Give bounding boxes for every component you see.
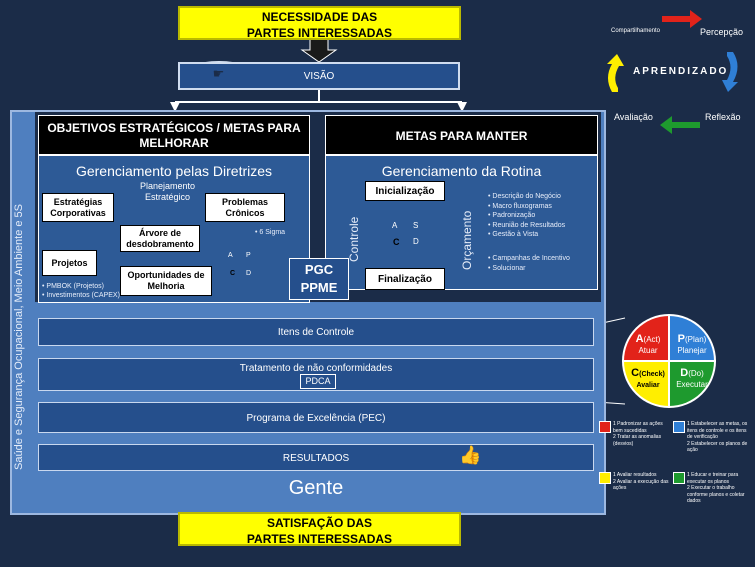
list1-item: • Reunião de Resultados: [488, 221, 566, 229]
percepcao-label: Percepção: [700, 27, 744, 37]
resultados-label: RESULTADOS: [282, 453, 350, 464]
thumbs-up-icon: 👍: [459, 445, 482, 465]
right-a-label: A: [392, 221, 398, 230]
do-word: Executar: [676, 380, 708, 389]
investimentos-label: • Investimentos (CAPEX): [42, 292, 120, 299]
finalizacao-box: Finalização: [365, 268, 445, 290]
bottom-box: SATISFAÇÃO DAS PARTES INTERESSADAS: [178, 512, 461, 546]
right-d-label: D: [413, 237, 419, 246]
avaliacao-label: Avaliação: [614, 112, 653, 122]
pdca-box: PDCA: [300, 374, 336, 389]
pec-label: Programa de Excelência (PEC): [246, 413, 386, 424]
pdca-do: D(Do) Executar: [670, 368, 714, 390]
act-word: Atuar: [638, 346, 658, 355]
right-list-2: • Campanhas de Incentivo • Solucionar: [488, 254, 570, 273]
pgc-line1: PGC: [304, 262, 334, 277]
do-title: D(Do): [680, 367, 704, 379]
oportunidades-box: Oportunidades de Melhoria: [120, 266, 212, 296]
legend-green-2: 2 Executar o trabalho conforme planos e …: [687, 485, 745, 504]
itens-label: Itens de Controle: [277, 327, 355, 338]
compartilhamento-label: Compartilhamento: [611, 28, 661, 34]
legend-green-1: 1 Educar e treinar para executar os plan…: [687, 472, 739, 485]
controle-label: Controle: [347, 216, 361, 262]
plan-title: P(Plan): [677, 333, 707, 345]
resultados-bar: RESULTADOS: [38, 444, 594, 471]
legend-red-swatch: [599, 421, 611, 433]
planejamento-label: Planejamento Estratégico: [139, 181, 196, 202]
reflexao-label: Reflexão: [705, 112, 741, 122]
left-panel-subtitle: Gerenciamento pelas Diretrizes: [75, 163, 273, 179]
bottom-box-line2: PARTES INTERESSADAS: [246, 532, 393, 546]
small-d-label: D: [246, 270, 252, 277]
pdca-act: A(Act) Atuar: [628, 334, 668, 356]
pec-bar: Programa de Excelência (PEC): [38, 402, 594, 433]
small-a-label: A: [228, 252, 233, 259]
gente-label: Gente: [288, 477, 344, 499]
right-panel: [325, 155, 598, 290]
legend-blue-swatch: [673, 421, 685, 433]
top-box-line1: NECESSIDADE DAS: [261, 10, 378, 24]
list2-item: • Solucionar: [488, 264, 526, 272]
visao-bar: VISÃO: [178, 62, 460, 90]
check-title: C(Check): [631, 367, 665, 379]
legend-green-swatch: [673, 472, 685, 484]
pgc-line2: PPME: [300, 280, 338, 295]
top-box-line2: PARTES INTERESSADAS: [246, 26, 393, 40]
legend-blue-1: 1 Estabelecer as metas, os itens de cont…: [687, 421, 748, 440]
right-panel-subtitle: Gerenciamento da Rotina: [381, 163, 542, 179]
list1-item: • Descrição do Negócio: [488, 193, 561, 200]
tratamento-label: Tratamento de não conformidades: [239, 363, 393, 374]
legend-yellow: 1 Avaliar resultados 2 Avaliar a execuçã…: [613, 472, 673, 492]
aprendizado-label: APRENDIZADO: [633, 66, 729, 77]
projetos-box: Projetos: [42, 250, 97, 276]
plan-word: Planejar: [677, 346, 707, 355]
legend-red-1: 1 Padronizar as ações bem sucedidas: [613, 421, 663, 434]
visao-label: VISÃO: [303, 71, 335, 82]
pdca-check: C(Check) Avaliar: [626, 368, 670, 391]
act-title: A(Act): [635, 333, 661, 345]
itens-controle-bar: Itens de Controle: [38, 318, 594, 346]
estrategias-box: Estratégias Corporativas: [42, 193, 114, 222]
small-p-label: P: [246, 252, 251, 259]
right-panel-title: METAS PARA MANTER: [325, 115, 598, 155]
pdca-plan: P(Plan) Planejar: [670, 334, 714, 356]
legend-yellow-swatch: [599, 472, 611, 484]
legend-red-2: 2 Tratar as anomalias (desvios): [613, 434, 662, 447]
right-s-label: S: [413, 221, 419, 230]
seis-sigma-label: • 6 Sigma: [255, 229, 286, 236]
pointing-hand-icon: ☛: [212, 66, 225, 81]
orcamento-label: Orçamento: [460, 210, 474, 270]
top-box: NECESSIDADE DAS PARTES INTERESSADAS: [178, 6, 461, 40]
small-c-label: C: [230, 270, 236, 277]
list1-item: • Macro fluxogramas: [488, 202, 552, 210]
list1-item: • Gestão à Vista: [488, 231, 539, 238]
legend-blue: 1 Estabelecer as metas, os itens de cont…: [687, 421, 753, 454]
legend-green: 1 Educar e treinar para executar os plan…: [687, 472, 753, 505]
legend-yellow-1: 1 Avaliar resultados: [613, 472, 657, 478]
pgc-box: PGC PPME: [289, 258, 349, 300]
legend-red: 1 Padronizar as ações bem sucedidas 2 Tr…: [613, 421, 673, 447]
right-list-1: • Descrição do Negócio • Macro fluxogram…: [488, 192, 565, 240]
legend-blue-2: 2 Estabelecer os planos de ação: [687, 440, 748, 454]
inicializacao-box: Inicialização: [365, 181, 445, 201]
big-pdca-circle: [622, 314, 716, 408]
check-word: Avaliar: [636, 382, 660, 389]
pmbok-label: • PMBOK (Projetos): [42, 283, 104, 290]
problemas-box: Problemas Crônicos: [205, 193, 285, 222]
arvore-box: Árvore de desdobramento: [120, 225, 200, 252]
list1-item: • Padronização: [488, 212, 536, 219]
legend-yellow-2: 2 Avaliar a execução das ações: [613, 478, 669, 492]
right-c-label: C: [393, 237, 400, 247]
side-label: Saúde e Segurança Ocupacional, Meio Ambi…: [13, 203, 25, 470]
left-panel-title: OBJETIVOS ESTRATÉGICOS / METAS PARA MELH…: [38, 115, 310, 155]
bottom-box-line1: SATISFAÇÃO DAS: [266, 516, 373, 530]
learning-cycle-arrows: [607, 10, 738, 134]
list2-item: • Campanhas de Incentivo: [488, 255, 570, 262]
